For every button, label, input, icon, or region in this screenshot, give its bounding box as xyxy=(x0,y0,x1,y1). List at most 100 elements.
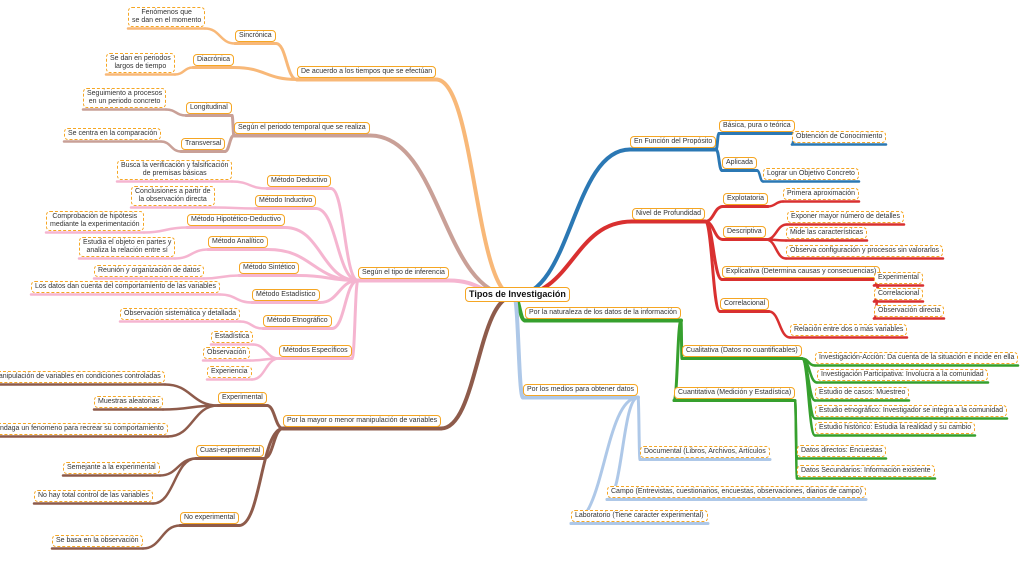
topic-longitudinal[interactable]: Longitudinal xyxy=(186,102,232,114)
connector xyxy=(213,206,257,210)
branch-por-los-medios-para-obtener-datos[interactable]: Por los medios para obtener datos xyxy=(523,384,639,396)
leaf-exponer-mayor-numero-de-detalles[interactable]: Exponer mayor número de detalles xyxy=(787,211,904,223)
topic-metodo-deductivo[interactable]: Método Deductivo xyxy=(267,175,332,187)
leaf-estadistica[interactable]: Estadística xyxy=(211,331,254,343)
leaf-estudia-el-objeto-en-partes-y-analiza-la[interactable]: Estudia el objeto en partes y analiza la… xyxy=(79,237,176,257)
connector xyxy=(166,404,220,438)
leaf-indaga-un-fenomeno-para-recrear-su-compo[interactable]: Indaga un fenomeno para recrear su compo… xyxy=(0,423,168,435)
topic-explotatoria[interactable]: Explotatoria xyxy=(723,193,768,205)
connector xyxy=(314,207,360,282)
topic-basica-pura-o-teorica[interactable]: Básica, pura o teórica xyxy=(719,120,795,132)
connector xyxy=(767,310,792,339)
connector xyxy=(755,169,765,183)
connector xyxy=(764,238,788,260)
topic-metodo-analitico[interactable]: Método Analítico xyxy=(208,236,268,248)
branch-por-la-naturaleza-de-los-datos-de-la-inf[interactable]: Por la naturaleza de los datos de la inf… xyxy=(525,307,681,319)
connector xyxy=(251,343,281,360)
leaf-comprobacion-de-hipotesis-mediante-la-ex[interactable]: Comprobación de hipótesis mediante la ex… xyxy=(46,211,144,231)
branch-nivel-de-profundidad[interactable]: Nivel de Profundidad xyxy=(632,208,705,220)
leaf-se-basa-en-la-observacion[interactable]: Se basa en la observación xyxy=(52,535,143,547)
connector xyxy=(218,293,254,304)
branch-segun-el-periodo-temporal-que-se-realiza[interactable]: Según el periodo temporal que se realiza xyxy=(234,122,370,134)
topic-experimental[interactable]: Experimental xyxy=(218,392,267,404)
connector xyxy=(793,399,799,480)
topic-cuasi-experimental[interactable]: Cuasi-experimental xyxy=(196,445,265,457)
connector xyxy=(250,357,281,381)
connector xyxy=(714,132,721,151)
topic-transversal[interactable]: Transversal xyxy=(181,138,226,150)
branch-en-funcion-del-proposito[interactable]: En Función del Propósito xyxy=(630,136,717,148)
branch-por-la-mayor-o-menor-manipulacion-de-var[interactable]: Por la mayor o menor manipulación de var… xyxy=(283,415,442,427)
connector xyxy=(203,27,237,45)
connector xyxy=(237,427,285,527)
leaf-observacion-directa[interactable]: Observación directa xyxy=(874,305,945,317)
connector xyxy=(202,274,241,280)
leaf-semejante-a-la-experimental[interactable]: Semejante a la experimental xyxy=(63,462,160,474)
topic-diacronica[interactable]: Diacrónica xyxy=(193,54,235,66)
leaf-observa-configuracion-y-procesos-sin-val[interactable]: Observa configuración y procesos sin val… xyxy=(786,245,944,257)
leaf-relacion-entre-dos-o-mas-variables[interactable]: Relación entre dos o más variables xyxy=(790,324,908,336)
leaf-estudio-de-casos-muestreo[interactable]: Estudio de casos: Muestreo xyxy=(815,387,910,399)
connector xyxy=(232,66,299,81)
connector xyxy=(329,187,360,282)
topic-metodo-hipotetico-deductivo[interactable]: Método Hipotético-Deductivo xyxy=(187,214,285,226)
connector xyxy=(141,524,182,550)
leaf-observacion[interactable]: Observación xyxy=(203,347,251,359)
leaf-seguimiento-a-procesos-en-un-periodo-con[interactable]: Seguimiento a procesos en un periodo con… xyxy=(83,88,167,108)
leaf-obtencion-de-conocimiento[interactable]: Obtención de Conocimiento xyxy=(792,131,887,143)
leaf-experimental[interactable]: Experimental xyxy=(874,272,923,284)
connector xyxy=(766,200,785,208)
leaf-lograr-un-objetivo-concreto[interactable]: Lograr un Objetivo Concreto xyxy=(763,168,859,180)
topic-cualitativa-datos-no-cuantificables[interactable]: Cualitativa (Datos no cuantificables) xyxy=(682,345,802,357)
topic-sincronica[interactable]: Sincrónica xyxy=(235,30,276,42)
branch-connector xyxy=(512,219,634,298)
topic-cuantitativa-medicion-y-estadistica[interactable]: Cuantitativa (Medición y Estadística) xyxy=(674,387,796,399)
connector xyxy=(164,108,188,117)
connector xyxy=(605,396,640,501)
leaf-los-datos-dan-cuenta-del-comportamiento-[interactable]: Los datos dan cuenta del comportamiento … xyxy=(31,281,220,293)
leaf-laboratorio-tiene-caracter-experimental[interactable]: Laboratorio (Tiene caracter experimental… xyxy=(571,510,708,522)
leaf-muestras-aleatorias[interactable]: Muestras aleatorias xyxy=(94,396,164,408)
connector xyxy=(636,396,642,461)
connector xyxy=(173,66,195,76)
topic-metodo-etnografico[interactable]: Método Etnográfico xyxy=(263,315,332,327)
leaf-manipulacion-de-variables-en-condiciones[interactable]: Manipulación de variables en condiciones… xyxy=(0,371,165,383)
topic-metodo-inductivo[interactable]: Método Inductivo xyxy=(255,195,317,207)
leaf-busca-la-verificacion-y-falsificacion-de[interactable]: Busca la verificación y falsificación de… xyxy=(117,160,233,180)
topic-aplicada[interactable]: Aplicada xyxy=(722,157,757,169)
leaf-estudio-historico-estudia-la-realidad-y-[interactable]: Estudio histórico: Estudia la realidad y… xyxy=(815,422,976,434)
leaf-datos-secundarios-informacion-existente[interactable]: Datos Secundarios: Información existente xyxy=(797,465,935,477)
leaf-fenomenos-que-se-dan-en-el-momento[interactable]: Fenómenos que se dan en el momento xyxy=(128,7,206,27)
topic-correlacional[interactable]: Correlacional xyxy=(720,298,770,310)
leaf-observacion-sistematica-y-detallada[interactable]: Observación sistemática y detallada xyxy=(120,308,241,320)
leaf-investigacion-participativa-involucra-a-[interactable]: Investigación Participativa: Involucra a… xyxy=(817,369,988,381)
leaf-se-dan-en-periodos-largos-de-tiempo[interactable]: Se dan en periodos largos de tiempo xyxy=(106,53,175,73)
leaf-reunion-y-organizacion-de-datos[interactable]: Reunión y organización de datos xyxy=(94,265,204,277)
topic-no-experimental[interactable]: No experimental xyxy=(180,512,239,524)
connector xyxy=(764,223,789,241)
topic-metodo-sintetico[interactable]: Método Sintético xyxy=(239,262,300,274)
topic-metodo-estadistico[interactable]: Método Estadístico xyxy=(252,289,320,301)
leaf-se-centra-en-la-comparacion[interactable]: Se centra en la comparación xyxy=(64,128,162,140)
topic-explicativa-determina-causas-y-consecuen[interactable]: Explicativa (Determina causas y consecue… xyxy=(722,266,881,278)
central-topic[interactable]: Tipos de Investigación xyxy=(465,287,570,302)
connector xyxy=(238,320,265,330)
connector xyxy=(223,134,236,153)
leaf-investigacion-accion-da-cuenta-de-la-sit[interactable]: Investigación-Acción: Da cuenta de la si… xyxy=(815,352,1019,364)
leaf-correlacional[interactable]: Correlacional xyxy=(874,288,924,300)
leaf-documental-libros-archivos-articulos[interactable]: Documental (Libros, Archivos, Artículos xyxy=(640,446,770,458)
leaf-campo-entrevistas-cuestionarios-encuesta[interactable]: Campo (Entrevistas, cuestionarios, encue… xyxy=(607,486,866,498)
topic-metodos-especificos[interactable]: Métodos Específicos xyxy=(279,345,352,357)
leaf-no-hay-total-control-de-las-variables[interactable]: No hay total control de las variables xyxy=(34,490,153,502)
leaf-estudio-etnografico-investigador-se-inte[interactable]: Estudio etnográfico: Investigador se int… xyxy=(815,405,1008,417)
leaf-primera-aproximacion[interactable]: Primera aproximación xyxy=(783,188,860,200)
leaf-datos-directos-encuestas[interactable]: Datos directos: Encuestas xyxy=(797,445,887,457)
branch-connector xyxy=(434,77,516,298)
branch-segun-el-tipo-de-inferencia[interactable]: Según el tipo de inferencia xyxy=(358,267,449,279)
leaf-mide-las-caracteristicas[interactable]: Mide las características xyxy=(786,227,868,239)
connector xyxy=(330,279,360,330)
topic-descriptiva[interactable]: Descriptiva xyxy=(723,226,766,238)
leaf-experiencia[interactable]: Experiencia xyxy=(207,366,252,378)
branch-de-acuerdo-a-los-tiempos-que-se-efectuan[interactable]: De acuerdo a los tiempos que se efectúan xyxy=(297,66,437,78)
leaf-conclusiones-a-partir-de-la-observacion-[interactable]: Conclusiones a partir de la observación … xyxy=(131,186,215,206)
